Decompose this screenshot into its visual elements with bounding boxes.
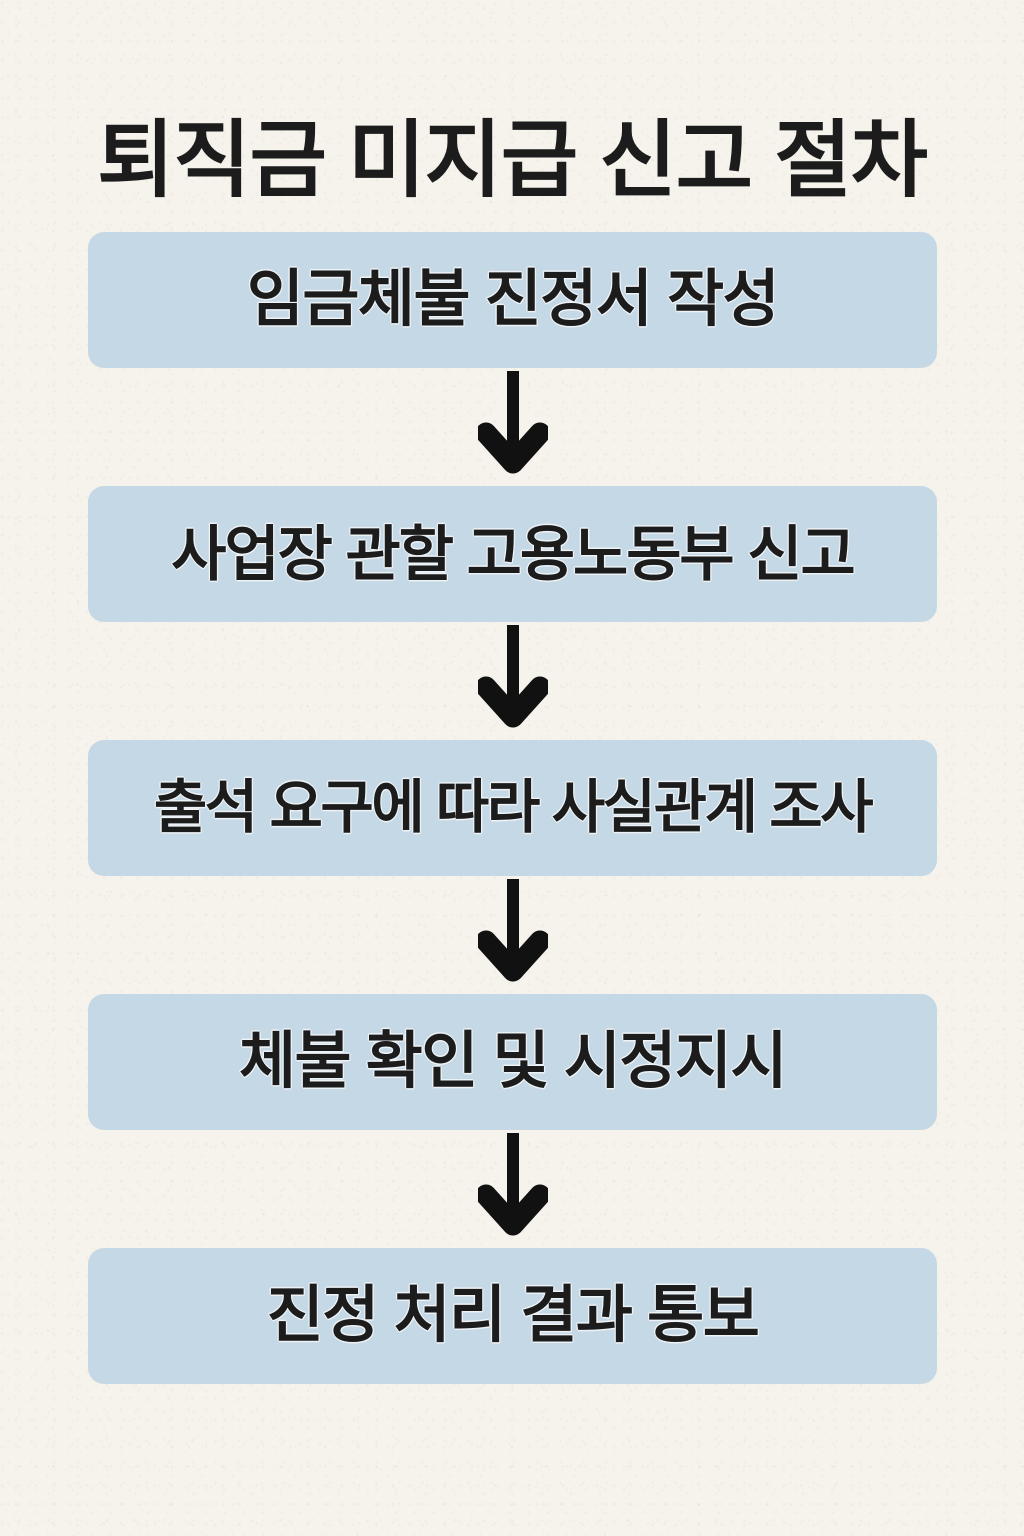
- flow-connector-4: [88, 1130, 937, 1248]
- flow-step-2: 사업장 관할 고용노동부 신고: [88, 486, 937, 622]
- flow-connector-3: [88, 876, 937, 994]
- page-title: 퇴직금 미지급 신고 절차: [97, 113, 928, 208]
- flow-step-label-2: 사업장 관할 고용노동부 신고: [171, 520, 855, 588]
- flow-step-box-5[interactable]: 진정 처리 결과 통보: [88, 1248, 937, 1384]
- arrow-down-icon: [477, 879, 548, 982]
- arrow-down-icon: [477, 371, 548, 474]
- arrow-down-icon: [477, 1133, 548, 1236]
- flow-step-1: 임금체불 진정서 작성: [88, 232, 937, 368]
- flow-connector-2: [88, 622, 937, 740]
- arrow-down-icon: [477, 625, 548, 728]
- flow-step-label-3: 출석 요구에 따라 사실관계 조사: [153, 774, 874, 840]
- flow-step-5: 진정 처리 결과 통보: [88, 1248, 937, 1384]
- flow-connector-1: [88, 368, 937, 486]
- flow-step-box-1[interactable]: 임금체불 진정서 작성: [88, 232, 937, 368]
- flow-step-4: 체불 확인 및 시정지시: [88, 994, 937, 1130]
- flow-step-box-2[interactable]: 사업장 관할 고용노동부 신고: [88, 486, 937, 622]
- flow-step-box-4[interactable]: 체불 확인 및 시정지시: [88, 994, 937, 1130]
- flow-step-box-3[interactable]: 출석 요구에 따라 사실관계 조사: [88, 740, 937, 876]
- flow-step-3: 출석 요구에 따라 사실관계 조사: [88, 740, 937, 876]
- flow-step-label-5: 진정 처리 결과 통보: [266, 1281, 760, 1351]
- flowchart: 임금체불 진정서 작성 사업장 관할 고용노동부 신고: [88, 232, 937, 1384]
- flow-step-label-1: 임금체불 진정서 작성: [246, 265, 780, 335]
- flow-step-label-4: 체불 확인 및 시정지시: [238, 1027, 788, 1097]
